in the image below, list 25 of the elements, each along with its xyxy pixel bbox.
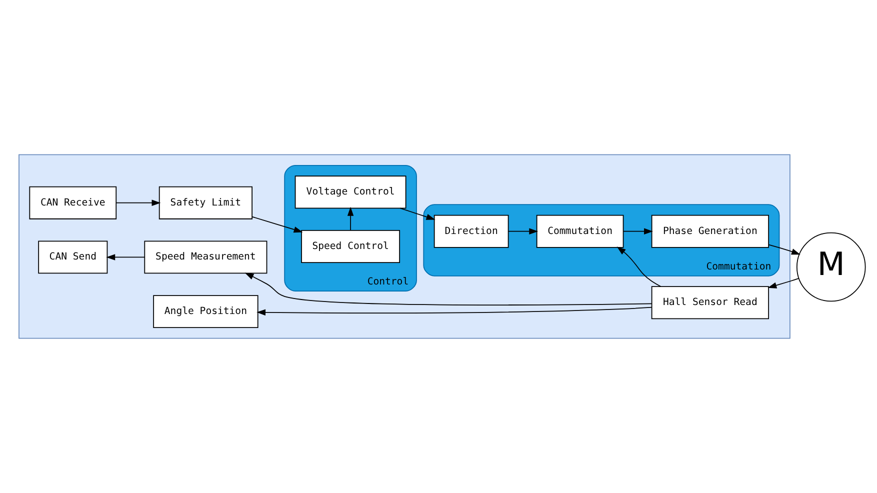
node-box: CAN Receive xyxy=(29,186,117,220)
arrow xyxy=(256,306,652,316)
node-box: CAN Send xyxy=(38,240,108,274)
arrow xyxy=(508,228,538,234)
node-box: Safety Limit xyxy=(158,186,252,220)
node-box: Direction xyxy=(434,214,509,248)
node-box: Angle Position xyxy=(153,295,258,328)
arrow xyxy=(622,228,653,234)
arrow xyxy=(116,200,161,206)
node-box: Commutation xyxy=(536,214,624,248)
arrow xyxy=(347,206,354,231)
node-box: Speed Measurement xyxy=(144,240,268,274)
arrow xyxy=(252,216,303,233)
cluster xyxy=(18,154,790,339)
arrow xyxy=(244,272,652,306)
node-box: Phase Generation xyxy=(651,214,770,248)
arrow xyxy=(768,244,800,255)
arrow xyxy=(400,208,436,220)
arrow xyxy=(768,278,800,288)
node-box: Hall Sensor Read xyxy=(651,286,770,320)
arrow xyxy=(616,246,662,287)
node-box: Speed Control xyxy=(301,230,400,263)
node-box: Voltage Control xyxy=(294,176,406,209)
node-circle: M xyxy=(796,232,866,302)
arrow xyxy=(106,254,145,260)
